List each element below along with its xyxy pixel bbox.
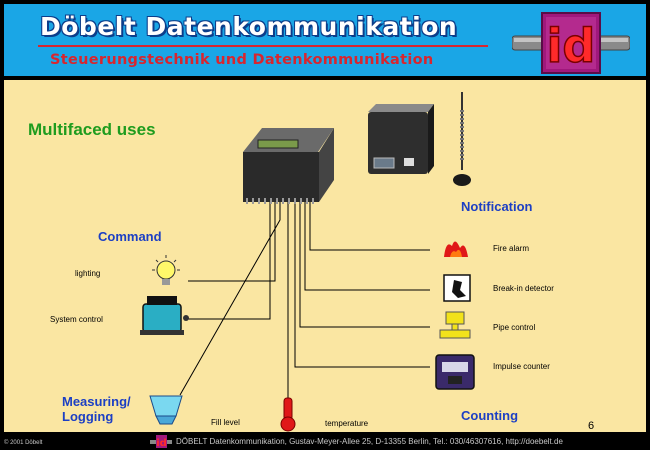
wire-impulse-counter bbox=[294, 202, 430, 368]
label-fill-level: Fill level bbox=[211, 418, 240, 427]
header-rule bbox=[38, 45, 488, 47]
label-system-control: System control bbox=[50, 315, 103, 324]
control-unit-device bbox=[243, 128, 334, 204]
wire-pipe-control bbox=[299, 202, 430, 328]
gsm-modem-device bbox=[368, 104, 434, 174]
burglar-icon bbox=[443, 274, 471, 302]
company-logo: id bbox=[512, 12, 630, 74]
wire-system-control bbox=[188, 202, 271, 320]
section-measuring: Measuring/ Logging bbox=[62, 394, 131, 424]
svg-text:id: id bbox=[156, 438, 167, 449]
header-subtitle: Steuerungstechnik und Datenkommunikation bbox=[50, 52, 434, 68]
wires bbox=[179, 202, 430, 400]
antenna-icon bbox=[453, 92, 471, 186]
footer-address: DÖBELT Datenkommunikation, Gustav-Meyer-… bbox=[176, 437, 563, 446]
page-number: 6 bbox=[588, 420, 595, 432]
label-fire-alarm: Fire alarm bbox=[493, 244, 530, 253]
wire-fill-level bbox=[179, 202, 281, 396]
section-command: Command bbox=[98, 229, 162, 244]
fire-icon bbox=[444, 241, 468, 257]
footer-copyright: © 2001 Döbelt bbox=[4, 440, 43, 446]
footer-logo-icon: id bbox=[150, 435, 172, 449]
valve-icon bbox=[439, 311, 471, 339]
section-counting: Counting bbox=[461, 408, 519, 423]
label-pipe-control: Pipe control bbox=[493, 323, 536, 332]
fill-level-bin-icon bbox=[149, 395, 183, 425]
wire-fire-alarm bbox=[309, 202, 430, 251]
meter-icon bbox=[435, 354, 475, 390]
lightbulb-icon bbox=[152, 255, 180, 285]
motor-icon bbox=[140, 296, 189, 335]
page-heading: Multifaced uses bbox=[28, 120, 156, 139]
wire-break-in bbox=[304, 202, 430, 291]
label-break-in: Break-in detector bbox=[493, 284, 554, 293]
svg-text:id: id bbox=[547, 19, 596, 73]
header-banner: Döbelt Datenkommunikation Steuerungstech… bbox=[4, 4, 646, 76]
label-lighting: lighting bbox=[75, 269, 101, 278]
thermometer-icon bbox=[280, 397, 296, 432]
label-impulse-counter: Impulse counter bbox=[493, 362, 550, 371]
label-temperature: temperature bbox=[325, 419, 369, 428]
wire-lighting bbox=[188, 202, 276, 282]
section-notification: Notification bbox=[461, 199, 533, 214]
header-title: Döbelt Datenkommunikation bbox=[40, 12, 458, 41]
